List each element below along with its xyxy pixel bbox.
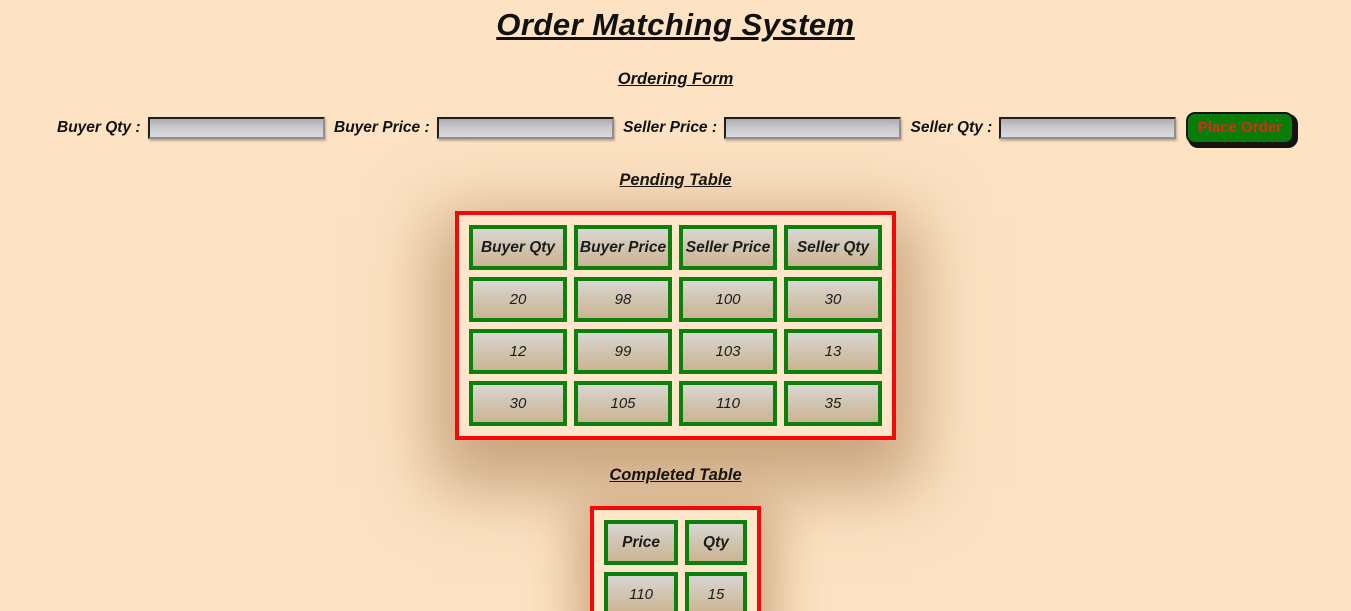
pending-col-header: Buyer Qty — [469, 225, 567, 270]
completed-col-header: Price — [604, 520, 679, 565]
pending-cell: 100 — [679, 277, 777, 322]
pending-table: Buyer Qty Buyer Price Seller Price Selle… — [455, 211, 896, 440]
seller-price-input[interactable] — [724, 117, 902, 139]
pending-col-header: Seller Price — [679, 225, 777, 270]
pending-table-container: Buyer Qty Buyer Price Seller Price Selle… — [0, 211, 1351, 440]
completed-table-heading: Completed Table — [609, 466, 742, 484]
table-row: 20 98 100 30 — [469, 277, 882, 322]
pending-cell: 12 — [469, 329, 567, 374]
pending-cell: 20 — [469, 277, 567, 322]
seller-qty-label: Seller Qty : — [910, 119, 993, 136]
pending-table-heading: Pending Table — [619, 171, 732, 189]
pending-cell: 35 — [784, 381, 882, 426]
pending-header-row: Buyer Qty Buyer Price Seller Price Selle… — [469, 225, 882, 270]
table-row: 110 15 — [604, 572, 747, 611]
pending-cell: 99 — [574, 329, 672, 374]
pending-cell: 30 — [469, 381, 567, 426]
pending-cell: 98 — [574, 277, 672, 322]
buyer-price-input[interactable] — [436, 117, 614, 139]
seller-price-label: Seller Price : — [623, 119, 718, 136]
buyer-price-label: Buyer Price : — [334, 119, 430, 136]
completed-table-container: Price Qty 110 15 — [0, 506, 1351, 611]
completed-table: Price Qty 110 15 — [590, 506, 761, 611]
completed-col-header: Qty — [685, 520, 747, 565]
table-row: 12 99 103 13 — [469, 329, 882, 374]
ordering-form-heading: Ordering Form — [617, 70, 734, 88]
seller-qty-input[interactable] — [999, 117, 1177, 139]
page-title: Order Matching System — [496, 7, 855, 42]
pending-col-header: Buyer Price — [574, 225, 672, 270]
table-row: 30 105 110 35 — [469, 381, 882, 426]
pending-cell: 13 — [784, 329, 882, 374]
completed-cell: 15 — [685, 572, 747, 611]
seller-qty-group: Seller Qty : — [910, 117, 1177, 139]
ordering-form: Buyer Qty : Buyer Price : Seller Price :… — [0, 112, 1351, 144]
buyer-qty-group: Buyer Qty : — [57, 117, 325, 139]
pending-cell: 110 — [679, 381, 777, 426]
buyer-qty-label: Buyer Qty : — [57, 119, 141, 136]
seller-price-group: Seller Price : — [623, 117, 902, 139]
pending-cell: 105 — [574, 381, 672, 426]
place-order-button[interactable]: Place Order — [1185, 112, 1294, 144]
pending-cell: 30 — [784, 277, 882, 322]
completed-header-row: Price Qty — [604, 520, 747, 565]
completed-cell: 110 — [604, 572, 679, 611]
pending-cell: 103 — [679, 329, 777, 374]
buyer-qty-input[interactable] — [147, 117, 325, 139]
buyer-price-group: Buyer Price : — [334, 117, 614, 139]
pending-col-header: Seller Qty — [784, 225, 882, 270]
